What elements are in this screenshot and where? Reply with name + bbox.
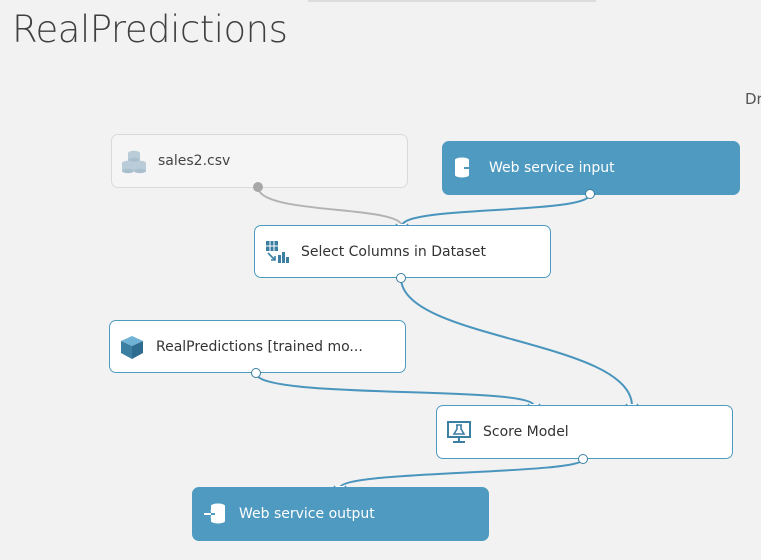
connector-select-to-score[interactable] [400,277,633,407]
experiment-title: RealPredictions [12,8,288,51]
connector-model-to-score[interactable] [255,372,535,407]
connector-wsinput-to-select[interactable] [401,193,591,227]
output-port-sales[interactable] [253,182,263,192]
module-trained-model[interactable]: RealPredictions [trained mo... [109,320,406,373]
select-columns-icon [263,238,291,266]
output-port-trained-model[interactable] [251,368,261,378]
module-label: Web service output [239,506,375,522]
module-label: Score Model [483,424,569,440]
right-edge-clipped-text: Dr [745,90,761,108]
output-port-score-model[interactable] [578,454,588,464]
top-strip [308,0,596,2]
connector-score-to-wsoutput[interactable] [339,458,584,489]
module-label: sales2.csv [158,153,231,169]
module-sales-dataset[interactable]: sales2.csv [111,134,408,188]
web-service-output-icon [201,500,229,528]
module-score-model[interactable]: Score Model [436,405,733,459]
module-select-columns[interactable]: Select Columns in Dataset [254,225,551,278]
dataset-icon [120,147,148,175]
score-model-icon [445,418,473,446]
connector-sales-to-select[interactable] [257,186,403,227]
module-web-service-output[interactable]: Web service output [192,487,489,541]
output-port-select-columns[interactable] [396,273,406,283]
trained-model-icon [118,333,146,361]
module-label: Web service input [489,160,615,176]
output-port-web-service-input[interactable] [585,189,595,199]
module-label: RealPredictions [trained mo... [156,338,363,355]
module-label: Select Columns in Dataset [301,243,487,260]
module-web-service-input[interactable]: Web service input [442,141,740,195]
web-service-input-icon [451,154,479,182]
